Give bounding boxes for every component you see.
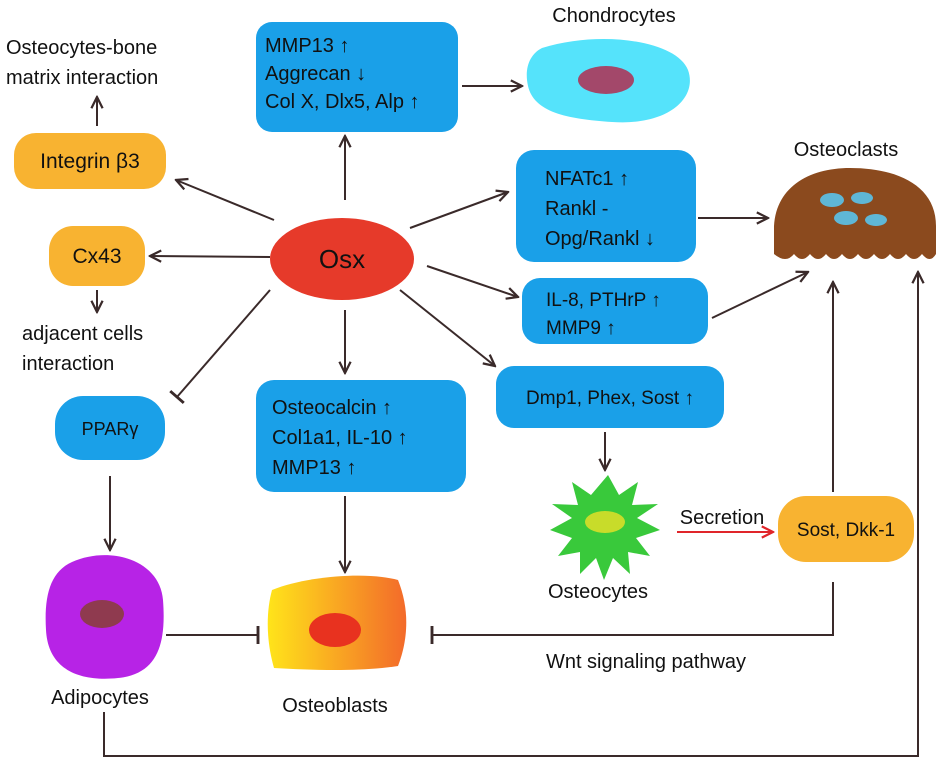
adipocytes-label: Adipocytes	[51, 687, 149, 709]
sost-dkk-label: Sost, Dkk-1	[797, 520, 895, 541]
adipocyte-cell	[45, 555, 164, 679]
inhibit-osx-to-ppar	[169, 289, 271, 404]
arrow-adipocyte-to-osteoclasts	[103, 272, 918, 757]
arrow-osx-to-nfatc-box	[409, 192, 508, 229]
osx-label: Osx	[319, 244, 365, 274]
osteoblast-box-line-3: MMP13 ↑	[272, 457, 356, 479]
osx-node	[270, 218, 414, 300]
sost-dkk-box	[778, 496, 914, 562]
arrow-osx-to-cx43	[150, 256, 271, 257]
nfatc-box-line-2: Rankl -	[545, 198, 608, 220]
osteoblast-cell	[267, 575, 407, 670]
osteoclast-cell	[774, 168, 936, 259]
bone-matrix-label-line-2: matrix interaction	[6, 67, 158, 89]
nfatc-box-line-3: Opg/Rankl ↓	[545, 228, 655, 250]
il8-box-line-2: MMP9 ↑	[546, 318, 616, 339]
integrin-label: Integrin β3	[40, 150, 140, 173]
arrow-il8-box-to-osteoclasts	[711, 272, 808, 319]
ppar-label: PPARγ	[82, 419, 139, 439]
chondro-box-line-3: Col X, Dlx5, Alp ↑	[265, 91, 420, 113]
chondrocytes-label: Chondrocytes	[552, 5, 675, 27]
adjacent-cells-label-line-1: adjacent cells	[22, 323, 143, 345]
osteoclasts-label: Osteoclasts	[794, 139, 898, 161]
chondro-box-line-2: Aggrecan ↓	[265, 63, 366, 85]
chondrocyte-nucleus	[578, 66, 634, 94]
il8-box-line-1: IL-8, PTHrP ↑	[546, 290, 661, 311]
osteoblast-box	[256, 380, 466, 492]
secretion-label: Secretion	[680, 507, 765, 529]
osteoblasts-label: Osteoblasts	[282, 695, 388, 717]
nfatc-box-line-1: NFATc1 ↑	[545, 168, 629, 190]
arrow-osx-to-il8-box	[426, 265, 518, 297]
osteocyte-cell	[550, 475, 660, 580]
chondro-box	[256, 22, 458, 132]
dmp-box-label: Dmp1, Phex, Sost ↑	[526, 388, 694, 409]
cx43-box	[49, 226, 145, 286]
wnt-pathway-label: Wnt signaling pathway	[546, 651, 746, 673]
arrow-osx-to-integrin	[176, 180, 275, 221]
cx43-label: Cx43	[72, 245, 121, 268]
adjacent-cells-label-line-2: interaction	[22, 353, 114, 375]
inhibit-wnt-pathway	[430, 582, 834, 644]
arrow-osx-to-dmp-box	[399, 289, 495, 366]
il8-box	[522, 278, 708, 344]
dmp-box	[496, 366, 724, 428]
osteoblast-box-line-1: Osteocalcin ↑	[272, 397, 392, 419]
osteocytes-label: Osteocytes	[548, 581, 648, 603]
nfatc-box	[516, 150, 696, 262]
osteoblast-box-line-2: Col1a1, IL-10 ↑	[272, 427, 408, 449]
bone-matrix-label-line-1: Osteocytes-bone	[6, 37, 157, 59]
chondro-box-line-1: MMP13 ↑	[265, 35, 349, 57]
ppar-box	[55, 396, 165, 460]
integrin-box	[14, 133, 166, 189]
connectors	[97, 86, 918, 757]
